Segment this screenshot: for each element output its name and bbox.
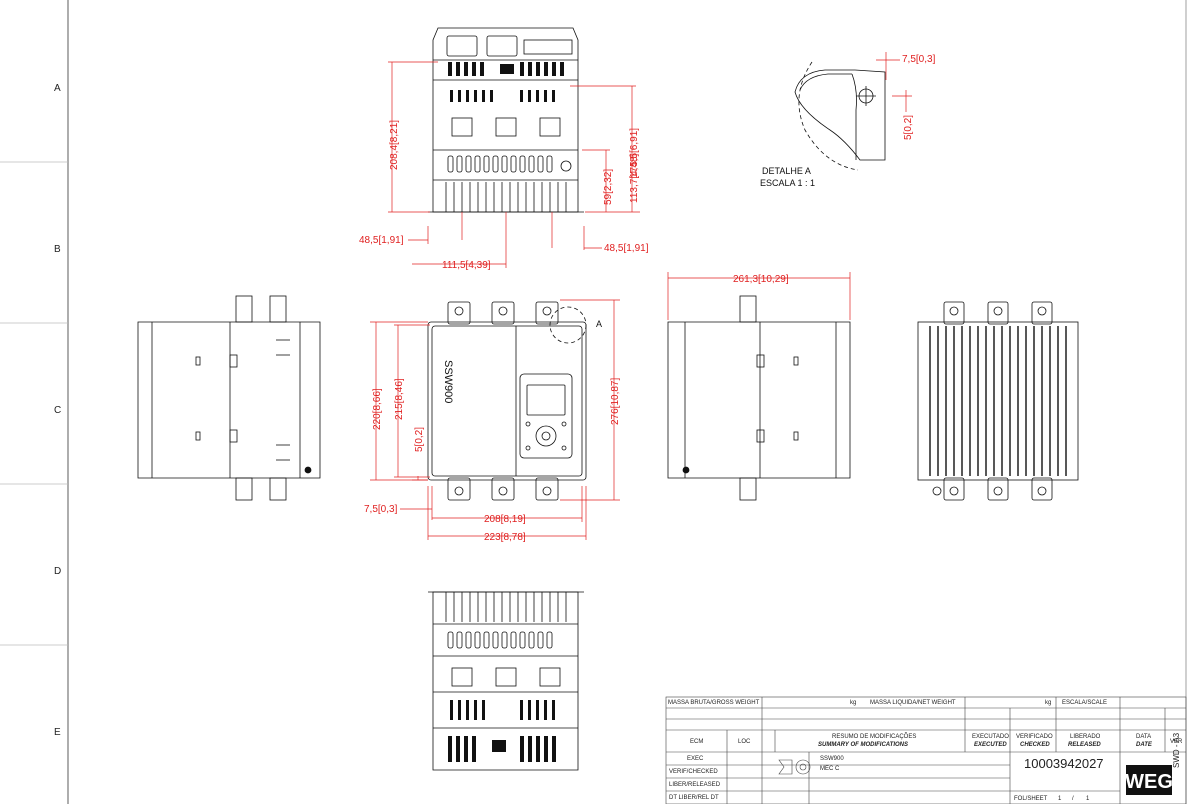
dim-59: 59[2,32] [603,169,614,205]
detail-scale: ESCALA 1 : 1 [760,178,815,188]
dim-208-4: 208,4[8,21] [389,120,400,170]
title-block [665,696,1187,805]
weg-logo-text: WEG [1125,771,1173,793]
ecm-label: ECM [690,739,704,745]
top-view [428,27,584,213]
verificado-label: VERIFICADO [1016,734,1053,740]
sheet-format: SWD - A3 [1172,732,1181,768]
zone-label-b: B [54,244,61,255]
dim-113-7: 113,7[4,48] [629,153,640,203]
dim-220: 220[8,66] [372,388,383,430]
dt-liber-label: DT LIBER/REL DT [669,795,719,801]
dim-7-5-top: 7,5[0,3] [902,54,936,65]
drawing-number: 10003942027 [1024,756,1104,771]
zone-label-c: C [54,405,62,416]
dim-111-5: 111,5[4,39] [442,260,491,271]
liberado-label: LIBERADO [1070,734,1101,740]
description-line-2: MEC C [820,766,840,772]
bottom-view [428,591,584,771]
sheet-total: 1 [1086,796,1090,802]
detail-a-view [794,61,886,171]
dim-175-5: 175,5[6,91] [629,128,640,178]
description-line-1: SSW900 [820,756,844,762]
dim-5-front: 5[0,2] [414,427,425,452]
data-label: DATA [1136,734,1152,740]
dim-7-5-front: 7,5[0,3] [364,504,398,515]
verif-label: VERIF/CHECKED [669,769,718,775]
dimension-labels: 208,4[8,21] 175,5[6,91] 59[2,32] 113,7[4… [359,54,936,543]
zone-label-a: A [54,83,61,94]
left-side-view [137,295,321,501]
dim-215: 215[8,46] [394,378,405,420]
dim-261-3: 261,3[10,29] [733,274,789,285]
dim-48-5-right: 48,5[1,91] [604,243,649,254]
released-label: RELEASED [1068,742,1101,748]
dim-5-top: 5[0,2] [903,115,914,140]
right-side-view [667,295,851,501]
executed-label: EXECUTED [974,742,1007,748]
zone-label-e: E [54,727,61,738]
zone-label-d: D [54,566,62,577]
back-view [917,301,1079,501]
dimension-lines [370,52,912,540]
dim-223: 223[8,78] [484,532,526,543]
dim-48-5-left: 48,5[1,91] [359,235,404,246]
detail-title: DETALHE A [762,166,811,176]
kg-label-2: kg [1045,700,1052,706]
gross-weight-label: MASSA BRUTA/GROSS WEIGHT [668,700,760,706]
loc-label: LOC [738,739,751,745]
net-weight-label: MASSA LIQUIDA/NET WEIGHT [870,700,956,706]
scale-label: ESCALA/SCALE [1062,700,1108,706]
product-logo: SSW900 [442,360,454,403]
summary-pt: RESUMO DE MODIFICAÇÕES [832,734,917,740]
sheet-label: FOL/SHEET [1014,796,1048,802]
date-label: DATE [1136,742,1152,748]
exec-label: EXEC [687,756,704,762]
liber-label: LIBER/RELEASED [669,782,721,788]
dim-208: 208[8,19] [484,514,526,525]
checked-label: CHECKED [1020,742,1050,748]
weg-logo: WEG [1125,765,1173,795]
dim-276: 276[10,87] [610,378,621,425]
kg-label-1: kg [850,700,857,706]
executado-label: EXECUTADO [972,734,1009,740]
ver-label: VER [1170,739,1183,745]
detail-marker: A [596,319,602,329]
front-view [427,301,587,501]
sheet-number: 1 [1058,796,1062,802]
sheet-separator: / [1072,796,1074,802]
summary-en: SUMMARY OF MODIFICATIONS [818,742,908,748]
